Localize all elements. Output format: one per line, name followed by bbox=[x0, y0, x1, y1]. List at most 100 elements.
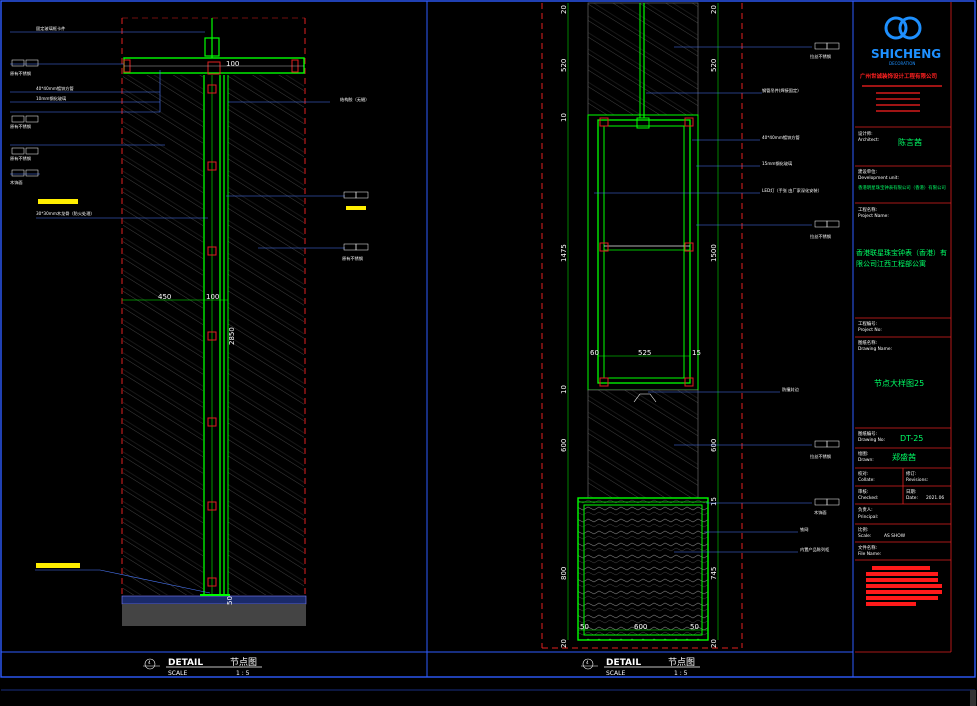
left-dim-50: 50 bbox=[226, 596, 234, 605]
left-label-3: 10mm钢化玻璃 bbox=[36, 95, 66, 102]
left-dim-100-top: 100 bbox=[226, 60, 239, 68]
left-wall-hatch-left bbox=[123, 75, 203, 595]
project-value: 香港联星珠宝钟表（香港）有限公司江西工程部公寓 bbox=[856, 249, 947, 268]
project-no-label-en: Project No: bbox=[858, 327, 882, 333]
right-middle-hatch bbox=[587, 389, 699, 499]
left-scale-value: 1 : 5 bbox=[236, 670, 250, 677]
right-label-3: 15mm钢化玻璃 bbox=[762, 160, 792, 167]
drawn-label-en: Drawn: bbox=[858, 457, 874, 463]
left-wall-hatch-right bbox=[228, 75, 304, 595]
left-label-7: 30*30mm木龙骨（防火处理） bbox=[36, 210, 95, 217]
right-detail-badge: 4 bbox=[586, 660, 589, 665]
right-upper-hatch bbox=[587, 2, 699, 116]
title-block: SHICHENG DECORATION 广州世诚装饰设计工程有限公司 bbox=[855, 2, 952, 653]
file-name-label-en: File Name: bbox=[858, 551, 881, 557]
project-no-label: 工程编号: bbox=[858, 320, 877, 327]
left-label-1: 原有不锈钢 bbox=[10, 70, 31, 77]
right-dim-20-top: 20 bbox=[560, 5, 568, 14]
left-leaders bbox=[10, 31, 345, 594]
logo-text: SHICHENG bbox=[871, 47, 941, 61]
revision-label: 修订: bbox=[906, 470, 916, 477]
right-rdim-520: 520 bbox=[710, 59, 718, 72]
designer-label-en: Architect: bbox=[858, 137, 879, 143]
red-notes-block bbox=[866, 566, 942, 606]
check-label-en: Collate: bbox=[858, 477, 875, 483]
right-label-1: 钢管吊件(焊接固定) bbox=[762, 87, 799, 94]
right-dim-60: 60 bbox=[590, 349, 599, 357]
right-label-7: 拉丝不锈钢 bbox=[810, 453, 831, 460]
drawing-name-value: 节点大样图25 bbox=[874, 378, 924, 388]
principal-label-en: Principal: bbox=[858, 514, 878, 520]
scale-label-en: Scale: bbox=[858, 533, 871, 539]
right-leaders bbox=[594, 46, 812, 553]
drawing-no-label: 图纸编号: bbox=[858, 430, 877, 437]
right-label-2: 40*40mm镀锌方管 bbox=[762, 134, 800, 141]
audit-label: 审核: bbox=[858, 488, 868, 495]
left-label-4: 原有不锈钢 bbox=[10, 123, 31, 130]
left-yellow-bar-3 bbox=[36, 563, 80, 568]
left-floor-slab bbox=[122, 604, 306, 626]
project-label: 工程名称: bbox=[858, 206, 877, 213]
scale-label: 比例: bbox=[858, 526, 868, 533]
left-detail: 450 100 100 2850 50 bbox=[10, 17, 369, 677]
revision-label-en: Revisions: bbox=[906, 477, 928, 483]
right-detail: 20 520 10 1475 10 600 800 20 20 520 1500… bbox=[541, 2, 840, 677]
right-label-10: 内置产品陈列柜 bbox=[800, 546, 829, 553]
left-dim-100: 100 bbox=[206, 293, 219, 301]
left-yellow-bar-2 bbox=[346, 206, 366, 210]
right-detail-title-cn: 节点图 bbox=[668, 657, 695, 668]
left-tags bbox=[11, 59, 369, 251]
left-label-8: 结构胶（无缝） bbox=[340, 96, 369, 103]
right-detail-title-en: DETAIL bbox=[606, 658, 641, 668]
left-label-0: 固定玻璃框卡件 bbox=[36, 25, 65, 32]
left-detail-badge: 4 bbox=[148, 660, 151, 665]
drawing-no-value: DT-25 bbox=[900, 434, 923, 443]
unit-label-en: Development unit: bbox=[858, 175, 899, 181]
drawn-label: 绘图: bbox=[858, 450, 868, 457]
left-fixing-points bbox=[207, 84, 217, 587]
right-dim-50-r: 50 bbox=[690, 623, 699, 631]
right-dim-800: 800 bbox=[560, 567, 568, 580]
right-boundary bbox=[541, 3, 743, 649]
right-dim-600-b: 600 bbox=[634, 623, 647, 631]
right-dim-525: 525 bbox=[638, 349, 651, 357]
right-dim-600: 600 bbox=[560, 439, 568, 452]
company-logo: SHICHENG DECORATION bbox=[871, 16, 941, 66]
right-scale-label: SCALE bbox=[606, 670, 625, 677]
unit-label: 建设单位: bbox=[858, 168, 877, 175]
right-rdim-20-top: 20 bbox=[710, 5, 718, 14]
left-label-9: 原有不锈钢 bbox=[342, 255, 363, 262]
left-boundary bbox=[121, 17, 306, 595]
right-rdim-600: 600 bbox=[710, 439, 718, 452]
right-rdim-1500: 1500 bbox=[710, 244, 718, 262]
designer-value: 陈言茜 bbox=[898, 137, 922, 147]
left-detail-title: 4 DETAIL 节点图 SCALE 1 : 5 bbox=[143, 657, 262, 677]
right-dim-1475: 1475 bbox=[560, 244, 568, 262]
right-detail-title: 4 DETAIL 节点图 SCALE 1 : 5 bbox=[581, 657, 700, 677]
right-rdim-15: 15 bbox=[710, 497, 718, 506]
date-label: 日期: bbox=[906, 489, 916, 495]
unit-value: 香港明星珠宝钟表有限公司（香港）有限公司 bbox=[858, 184, 946, 191]
left-label-5: 原有不锈钢 bbox=[10, 155, 31, 162]
left-label-2: 40*40mm镀锌方管 bbox=[36, 85, 74, 92]
drawing-name-label: 图纸名称: bbox=[858, 339, 877, 346]
right-tags bbox=[814, 42, 840, 506]
check-label: 校对: bbox=[858, 470, 868, 477]
file-name-label: 文件名称: bbox=[858, 544, 877, 551]
audit-label-en: Checked: bbox=[858, 495, 878, 501]
right-label-0: 拉丝不锈钢 bbox=[810, 53, 831, 60]
right-dim-15: 15 bbox=[692, 349, 701, 357]
drawn-value: 郑盛茜 bbox=[892, 452, 916, 462]
title-block-grid bbox=[855, 2, 952, 653]
company-contact-lines bbox=[862, 85, 942, 112]
right-dim-520: 520 bbox=[560, 59, 568, 72]
right-label-6: 防撞封边 bbox=[782, 386, 800, 393]
right-label-4: LED灯（手张 由厂家深化安装） bbox=[762, 187, 822, 194]
designer-label: 设计师: bbox=[858, 130, 873, 137]
drawing-no-label-en: Drawing No: bbox=[858, 437, 885, 443]
left-floor-finish bbox=[121, 595, 307, 605]
left-glass-column bbox=[203, 75, 229, 595]
left-top-rail bbox=[123, 57, 305, 74]
